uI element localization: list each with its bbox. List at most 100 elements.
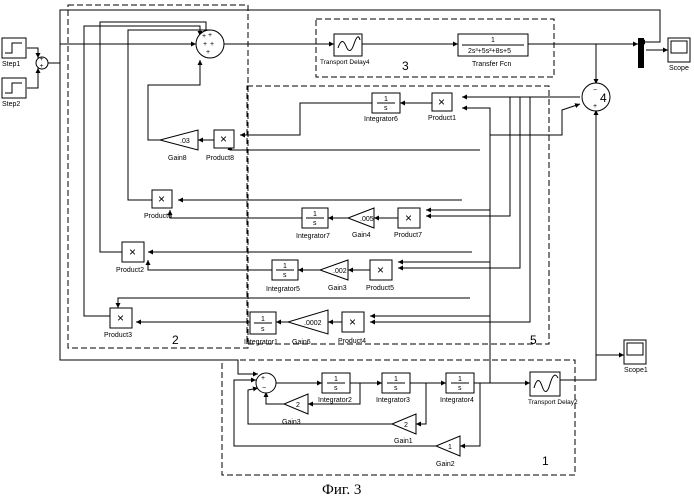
svg-text:+: +: [261, 375, 265, 382]
region-label-3: 3: [402, 59, 409, 73]
gain8-block[interactable]: .03 Gain8: [160, 130, 198, 162]
step2-label: Step2: [2, 101, 20, 108]
integrator7-label: Integrator7: [296, 233, 330, 240]
product2-block[interactable]: × Product2: [116, 242, 144, 274]
integrator1-block[interactable]: 1 s Integrator1: [244, 312, 278, 346]
product6-label: Product6: [144, 213, 172, 220]
svg-text:1: 1: [394, 376, 398, 383]
svg-text:×: ×: [405, 211, 412, 225]
svg-text:+: +: [206, 49, 210, 56]
svg-text:s: s: [334, 385, 338, 392]
svg-text:+: +: [208, 32, 212, 39]
svg-text:.0002: .0002: [304, 320, 322, 327]
svg-text:×: ×: [117, 311, 124, 325]
product6-block[interactable]: × Product6: [144, 190, 172, 220]
svg-text:s: s: [283, 272, 287, 279]
product8-label: Product8: [206, 155, 234, 162]
product7-label: Product7: [394, 232, 422, 239]
transport-delay4-block[interactable]: Transport Delay4: [320, 34, 370, 66]
step1-block[interactable]: Step1: [2, 38, 26, 68]
svg-text:×: ×: [349, 315, 356, 329]
integrator2-block[interactable]: 1 s Integrator2: [318, 373, 352, 404]
svg-text:1: 1: [491, 37, 495, 44]
gain5-label: Gain4: [352, 232, 371, 239]
main-sum-block[interactable]: + + + + +: [196, 30, 224, 58]
svg-text:1: 1: [283, 263, 287, 270]
gain8-label: Gain8: [168, 155, 187, 162]
svg-text:1: 1: [384, 96, 388, 103]
transport-delay2-block[interactable]: Transport Delay2: [528, 372, 578, 406]
product4-block[interactable]: × Product4: [338, 312, 366, 345]
transport-delay4-label: Transport Delay4: [320, 59, 370, 66]
product4-label: Product4: [338, 338, 366, 345]
svg-text:+: +: [210, 41, 214, 48]
scope1-block[interactable]: Scope1: [624, 340, 648, 374]
region-label-4: 4: [600, 91, 607, 105]
integrator4-label: Integrator4: [440, 397, 474, 404]
svg-text:+: +: [40, 56, 44, 63]
scope-block[interactable]: Scope: [668, 38, 690, 72]
svg-text:s: s: [394, 385, 398, 392]
svg-text:−: −: [593, 87, 597, 94]
integrator4-block[interactable]: 1 s Integrator4: [440, 373, 474, 404]
svg-text:×: ×: [377, 263, 384, 277]
gain1-label: Gain1: [394, 438, 413, 445]
integrator5-label: Integrator5: [266, 286, 300, 293]
svg-text:1: 1: [334, 376, 338, 383]
svg-text:s: s: [458, 385, 462, 392]
gain4-label: Gain3: [328, 285, 347, 292]
svg-text:×: ×: [129, 245, 136, 259]
product3-label: Product3: [104, 332, 132, 339]
gain3-label-text: Gain3: [282, 419, 301, 426]
svg-text:.005: .005: [360, 216, 374, 223]
svg-text:+: +: [40, 63, 44, 70]
step2-block[interactable]: Step2: [2, 78, 26, 108]
gain3-block[interactable]: 2 Gain3 Gain3: [282, 394, 308, 426]
svg-text:2s³+5s²+8s+5: 2s³+5s²+8s+5: [468, 48, 511, 55]
integrator7-block[interactable]: 1 s Integrator7: [296, 208, 330, 240]
product2-label: Product2: [116, 267, 144, 274]
svg-text:1: 1: [458, 376, 462, 383]
integrator3-label: Integrator3: [376, 397, 410, 404]
svg-text:−: −: [262, 385, 266, 392]
mux-block[interactable]: [638, 38, 644, 68]
region-label-1: 1: [542, 454, 549, 468]
step1-label: Step1: [2, 61, 20, 68]
svg-text:2: 2: [296, 402, 300, 409]
input-sum-block[interactable]: + +: [36, 56, 48, 70]
gain2-label: Gain2: [436, 461, 455, 468]
svg-text:+: +: [593, 103, 597, 110]
region-label-2: 2: [172, 333, 179, 347]
inner-sum-block[interactable]: + −: [256, 373, 276, 393]
figure-caption: Фиг. 3: [322, 482, 361, 498]
product1-block[interactable]: × Product1: [428, 93, 456, 122]
gain4-block[interactable]: .002 Gain3: [320, 260, 348, 292]
gain1-block[interactable]: 2 Gain1: [392, 414, 416, 445]
svg-text:.002: .002: [333, 268, 347, 275]
svg-text:s: s: [313, 220, 317, 227]
integrator6-label: Integrator6: [364, 116, 398, 123]
gain2-block[interactable]: 1 Gain2: [436, 436, 460, 468]
product7-block[interactable]: × Product7: [394, 208, 422, 239]
transport-delay2-label: Transport Delay2: [528, 399, 578, 406]
svg-text:×: ×: [220, 132, 227, 146]
integrator3-block[interactable]: 1 s Integrator3: [376, 373, 410, 404]
product8-block[interactable]: × Product8: [206, 130, 234, 162]
integrator6-block[interactable]: 1 s Integrator6: [364, 93, 400, 123]
svg-text:+: +: [202, 33, 206, 40]
transfer-fcn-block[interactable]: 1 2s³+5s²+8s+5 Transfer Fcn: [458, 34, 528, 68]
gain5-block[interactable]: .005 Gain4: [348, 208, 374, 239]
integrator5-block[interactable]: 1 s Integrator5: [266, 260, 300, 293]
gain6-block[interactable]: .0002 Gain6: [288, 310, 328, 346]
svg-text:s: s: [384, 105, 388, 112]
scope1-label: Scope1: [624, 367, 648, 374]
svg-text:×: ×: [438, 95, 445, 109]
product5-block[interactable]: × Product5: [366, 260, 394, 292]
svg-text:1: 1: [448, 444, 452, 451]
svg-text:1: 1: [313, 211, 317, 218]
product3-block[interactable]: × Product3: [104, 308, 132, 339]
svg-text:.03: .03: [180, 138, 190, 145]
integrator2-label: Integrator2: [318, 397, 352, 404]
svg-text:s: s: [261, 326, 265, 333]
